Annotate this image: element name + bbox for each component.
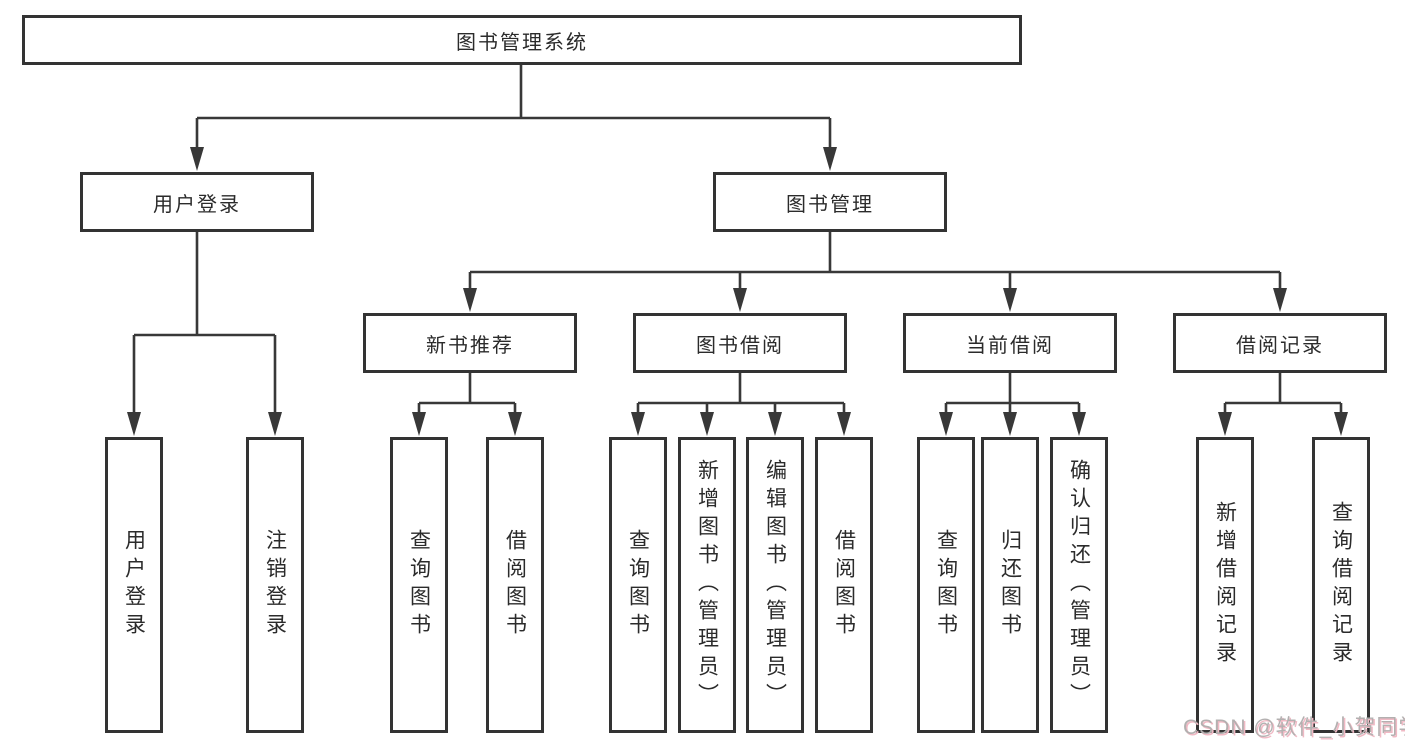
leaf-query-borrow-record: 查询借阅记录 bbox=[1312, 437, 1370, 733]
connector-user-login bbox=[127, 232, 282, 436]
leaf-query-books-borrowing: 查询图书 bbox=[609, 437, 667, 733]
connector-current-borrow bbox=[939, 373, 1086, 436]
node-book-borrowing: 图书借阅 bbox=[633, 313, 847, 373]
leaf-return-books: 归还图书 bbox=[981, 437, 1039, 733]
leaf-add-borrow-record: 新增借阅记录 bbox=[1196, 437, 1254, 733]
node-borrow-records: 借阅记录 bbox=[1173, 313, 1387, 373]
node-root-system: 图书管理系统 bbox=[22, 15, 1022, 65]
node-new-book-recommend: 新书推荐 bbox=[363, 313, 577, 373]
leaf-edit-books-admin: 编辑图书（管理员） bbox=[746, 437, 804, 733]
node-current-borrowing: 当前借阅 bbox=[903, 313, 1117, 373]
leaf-query-books-current: 查询图书 bbox=[917, 437, 975, 733]
csdn-watermark: CSDN @软件_小贺同学 bbox=[1183, 716, 1405, 739]
leaf-borrow-books-recommend: 借阅图书 bbox=[486, 437, 544, 733]
node-book-management: 图书管理 bbox=[713, 172, 947, 232]
leaf-add-books-admin: 新增图书（管理员） bbox=[678, 437, 736, 733]
connector-book-mgmt bbox=[463, 232, 1287, 312]
leaf-user-login: 用户登录 bbox=[105, 437, 163, 733]
connector-book-borrow bbox=[631, 373, 851, 436]
leaf-query-books-recommend: 查询图书 bbox=[390, 437, 448, 733]
leaf-borrow-books: 借阅图书 bbox=[815, 437, 873, 733]
connector-borrow-records bbox=[1218, 373, 1348, 436]
connector-root bbox=[190, 65, 837, 171]
connector-new-book-rec bbox=[412, 373, 522, 436]
node-user-login: 用户登录 bbox=[80, 172, 314, 232]
leaf-confirm-return-admin: 确认归还（管理员） bbox=[1050, 437, 1108, 733]
leaf-logout: 注销登录 bbox=[246, 437, 304, 733]
